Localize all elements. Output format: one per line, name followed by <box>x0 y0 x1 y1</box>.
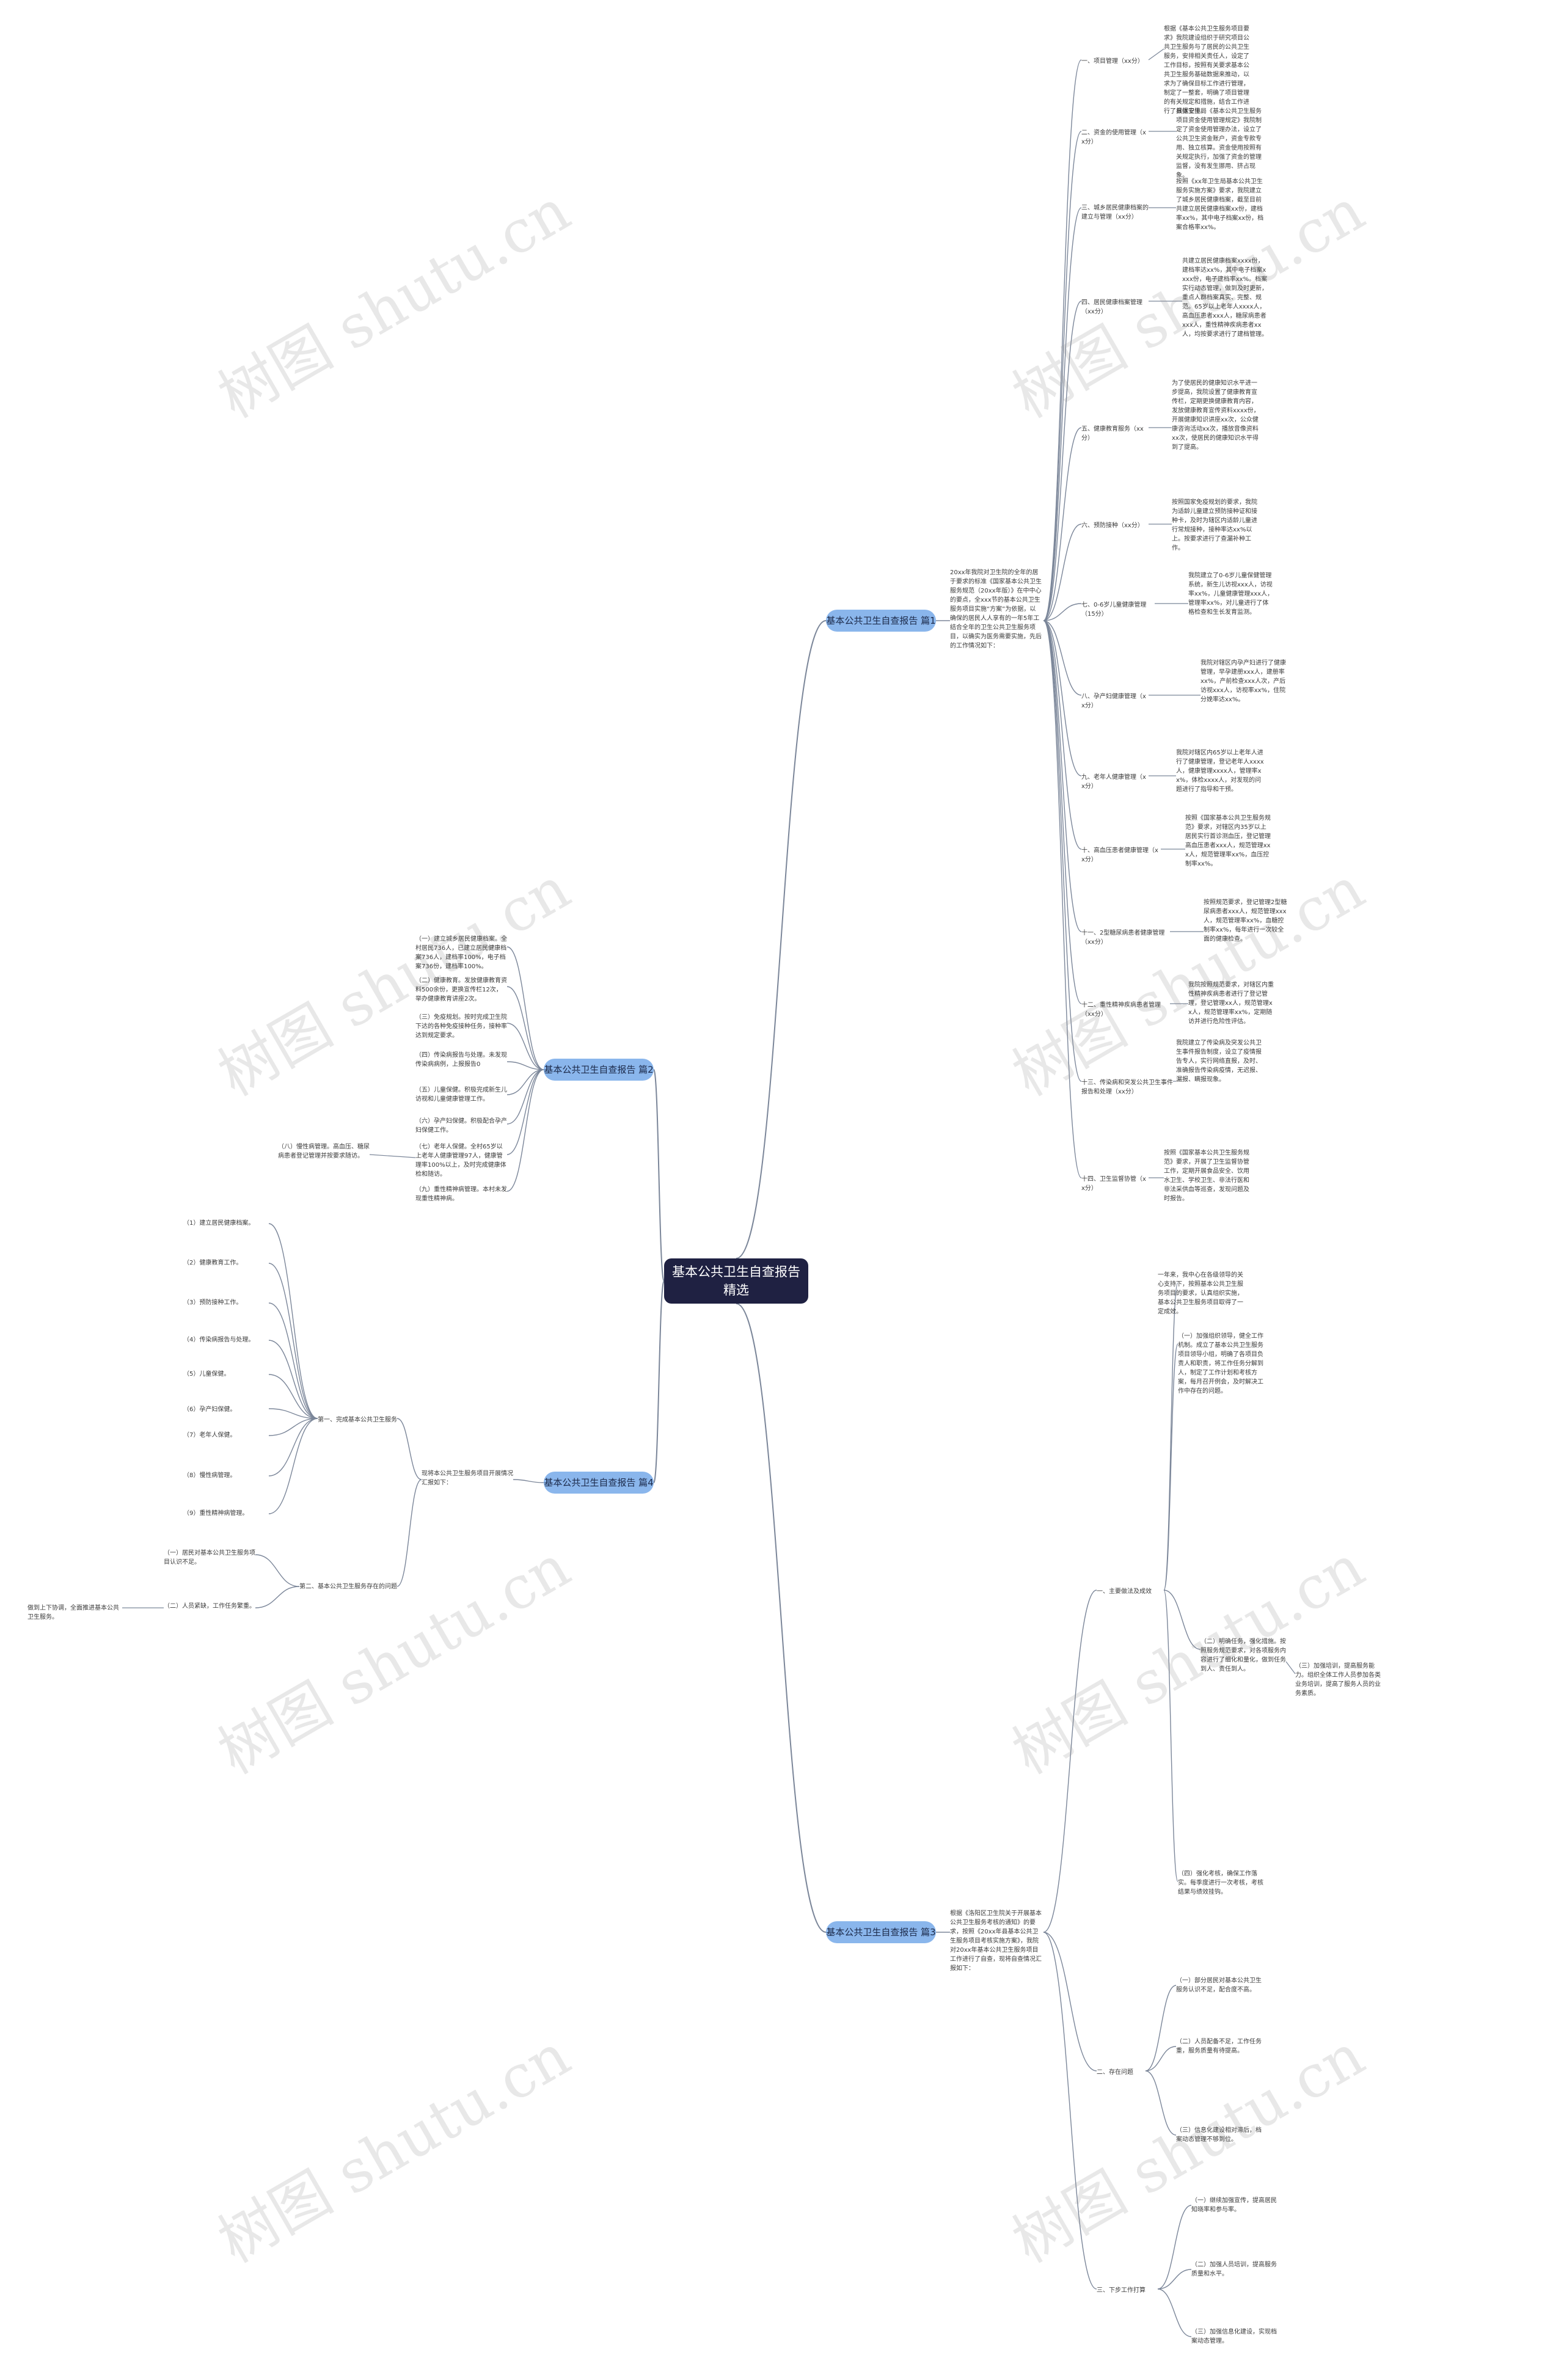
detail-text: 共建立居民健康档案xxxx份，建档率达xx%，其中电子档案xxxx份，电子建档率… <box>1182 258 1268 338</box>
detail-text: （6）孕产妇保健。 <box>183 1406 236 1413</box>
detail-text: 按照《xx年卫生局基本公共卫生服务实施方案》要求，我院建立了城乡居民健康档案，截… <box>1176 178 1264 231</box>
detail-text: （4）传染病报告与处理。 <box>183 1337 255 1343</box>
detail-text: 做到上下协调，全面推进基本公共卫生服务。 <box>27 1605 119 1621</box>
detail-text: （二）健康教育。发放健康教育资料500余份，更换宣传栏12次，举办健康教育讲座2… <box>415 977 507 1002</box>
detail-text: 按照《国家基本公共卫生服务规范》要求，对辖区内35岁以上居民实行首诊测血压，登记… <box>1185 815 1271 867</box>
branch-report-2[interactable]: 基本公共卫生自查报告 篇2 <box>544 1059 654 1081</box>
detail-text: （9）重性精神病管理。 <box>183 1510 249 1517</box>
section-heading[interactable]: 四、居民健康档案管理（xx分） <box>1081 299 1142 315</box>
section-heading[interactable]: 十二、重性精神疾病患者管理（xx分） <box>1081 1002 1161 1018</box>
detail-text: （一）继续加强宣传，提高居民知晓率和参与率。 <box>1191 2197 1277 2213</box>
detail-text: （二）人员配备不足，工作任务重，服务质量有待提高。 <box>1176 2039 1262 2054</box>
detail-text: 一年来，我中心在各级领导的关心支持下，按照基本公共卫生服务项目的要求，认真组织实… <box>1158 1272 1243 1315</box>
section-heading[interactable]: 一、项目管理（xx分） <box>1081 58 1144 65</box>
detail-text: 我院对辖区内65岁以上老年人进行了健康管理，登记老年人xxxx人，健康管理xxx… <box>1176 750 1264 793</box>
intro-text: 20xx年我院对卫生院的全年的居于要求的标准《国家基本公共卫生服务规范（20xx… <box>950 569 1042 649</box>
section-heading[interactable]: 二、存在问题 <box>1097 2069 1133 2076</box>
detail-text: 我院对辖区内孕产妇进行了健康管理，早孕建册xxx人，建册率xx%，产前检查xxx… <box>1200 660 1286 703</box>
section-heading[interactable]: 二、资金的使用管理（xx分） <box>1081 130 1146 145</box>
detail-text: （三）加强信息化建设，实现档案动态管理。 <box>1191 2329 1277 2345</box>
section-heading[interactable]: 十一、2型糖尿病患者健康管理（xx分） <box>1081 930 1165 946</box>
detail-text: （三）免疫规划。按时完成卫生院下达的各种免疫接种任务，接种率达到规定要求。 <box>415 1014 507 1039</box>
detail-text: （5）儿童保健。 <box>183 1371 230 1378</box>
detail-text: （六）孕产妇保健。积极配合孕产妇保健工作。 <box>415 1118 507 1134</box>
detail-text: （1）建立居民健康档案。 <box>183 1220 255 1227</box>
detail-text: 我院建立了0-6岁儿童保健管理系统，新生儿访视xxx人，访视率xx%，儿童健康管… <box>1188 572 1274 616</box>
detail-text: （8）慢性病管理。 <box>183 1472 236 1479</box>
section-heading[interactable]: 十三、传染病和突发公共卫生事件报告和处理（xx分） <box>1081 1079 1173 1095</box>
branch-report-4[interactable]: 基本公共卫生自查报告 篇4 <box>544 1472 654 1494</box>
section-heading[interactable]: 三、下步工作打算 <box>1097 2287 1146 2294</box>
section-heading[interactable]: 一、主要做法及成效 <box>1097 1588 1152 1595</box>
detail-text: 根据《基本公共卫生服务项目要求》我院建设组织于研究项目公共卫生服务与了居民的公共… <box>1164 26 1249 115</box>
section-heading[interactable]: 九、老年人健康管理（xx分） <box>1081 774 1146 790</box>
detail-text: （七）老年人保健。全村65岁以上老年人健康管理97人，健康管理率100%以上，及… <box>415 1144 506 1178</box>
detail-text: （三）加强培训，提高服务能力。组织全体工作人员参加各类业务培训，提高了服务人员的… <box>1295 1663 1381 1697</box>
detail-text: （四）强化考核，确保工作落实。每季度进行一次考核，考核结果与绩效挂钩。 <box>1178 1871 1263 1896</box>
detail-text: 为了使居民的健康知识水平进一步提高，我院设置了健康教育宣传栏，定期更换健康教育内… <box>1172 380 1260 451</box>
detail-text: （八）慢性病管理。高血压、糖尿病患者登记管理并按要求随访。 <box>278 1144 370 1159</box>
branch-report-1[interactable]: 基本公共卫生自查报告 篇1 <box>826 610 936 632</box>
detail-text: （7）老年人保健。 <box>183 1432 236 1439</box>
section-heading[interactable]: 五、健康教育服务（xx分） <box>1081 426 1144 442</box>
detail-text: （一）加强组织领导，健全工作机制。成立了基本公共卫生服务项目领导小组，明确了各项… <box>1178 1333 1263 1395</box>
branch-report-3[interactable]: 基本公共卫生自查报告 篇3 <box>826 1921 936 1943</box>
detail-text: （二）加强人员培训，提高服务质量和水平。 <box>1191 2261 1277 2277</box>
detail-text: （九）重性精神病管理。本村未发现重性精神病。 <box>415 1186 507 1202</box>
section-heading[interactable]: 第一、完成基本公共卫生服务 <box>318 1417 397 1423</box>
intro-text: 根据《洛阳区卫生院关于开展基本公共卫生服务考核的通知》的要求，按照《20xx年县… <box>950 1910 1042 1972</box>
detail-text: （一）居民对基本公共卫生服务项目认识不足。 <box>164 1550 255 1566</box>
section-heading[interactable]: 七、0-6岁儿童健康管理（15分） <box>1081 602 1147 618</box>
detail-text: 按照规范要求，登记管理2型糖尿病患者xxx人，规范管理xxx人，规范管理率xx%… <box>1204 899 1287 943</box>
detail-text: （一）建立城乡居民健康档案。全村居民736人，已建立居民健康档案736人，建档率… <box>415 936 507 970</box>
detail-text: 按照国家免疫规划的要求，我院为适龄儿童建立预防接种证和接种卡，及时为辖区内适龄儿… <box>1172 499 1257 552</box>
section-heading[interactable]: 第二、基本公共卫生服务存在的问题 <box>299 1583 397 1590</box>
detail-text: （五）儿童保健。积极完成新生儿访视和儿童健康管理工作。 <box>415 1087 507 1103</box>
section-heading[interactable]: 八、孕产妇健康管理（xx分） <box>1081 693 1146 709</box>
section-heading[interactable]: 六、预防接种（xx分） <box>1081 522 1144 529</box>
detail-text: （二）人员紧缺，工作任务繁重。 <box>164 1603 255 1610</box>
intro-text: 现将本公共卫生服务项目开展情况汇报如下： <box>422 1470 513 1486</box>
detail-text: 我院建立了传染病及突发公共卫生事件报告制度，设立了疫情报告专人，实行网络直报，及… <box>1176 1040 1262 1083</box>
detail-text: （2）健康教育工作。 <box>183 1260 243 1266</box>
section-heading[interactable]: 三、城乡居民健康档案的建立与管理（xx分） <box>1081 205 1149 221</box>
detail-text: （四）传染病报告与处理。未发现传染病病例，上报报告0 <box>415 1052 507 1068</box>
section-heading[interactable]: 十四、卫生监督协管（xx分） <box>1081 1176 1146 1192</box>
section-heading[interactable]: 十、高血压患者健康管理（xx分） <box>1081 847 1158 863</box>
root-node[interactable]: 基本公共卫生自查报告精选 <box>664 1258 808 1304</box>
detail-text: （3）预防接种工作。 <box>183 1299 243 1306</box>
detail-text: （二）明确任务，强化措施。按照服务规范要求，对各项服务内容进行了细化和量化，做到… <box>1200 1638 1286 1673</box>
detail-text: （一）部分居民对基本公共卫生服务认识不足，配合度不高。 <box>1176 1977 1262 1993</box>
detail-text: （三）信息化建设相对滞后，档案动态管理不够到位。 <box>1176 2127 1262 2143</box>
detail-text: 按照《国家基本公共卫生服务规范》要求，开展了卫生监督协管工作，定期开展食品安全、… <box>1164 1150 1249 1202</box>
detail-text: 我院按照规范要求，对辖区内重性精神疾病患者进行了登记管理，登记管理xx人，规范管… <box>1188 982 1274 1025</box>
detail-text: 根据卫生局《基本公共卫生服务项目资金使用管理规定》我院制定了资金使用管理办法，设… <box>1176 108 1262 179</box>
